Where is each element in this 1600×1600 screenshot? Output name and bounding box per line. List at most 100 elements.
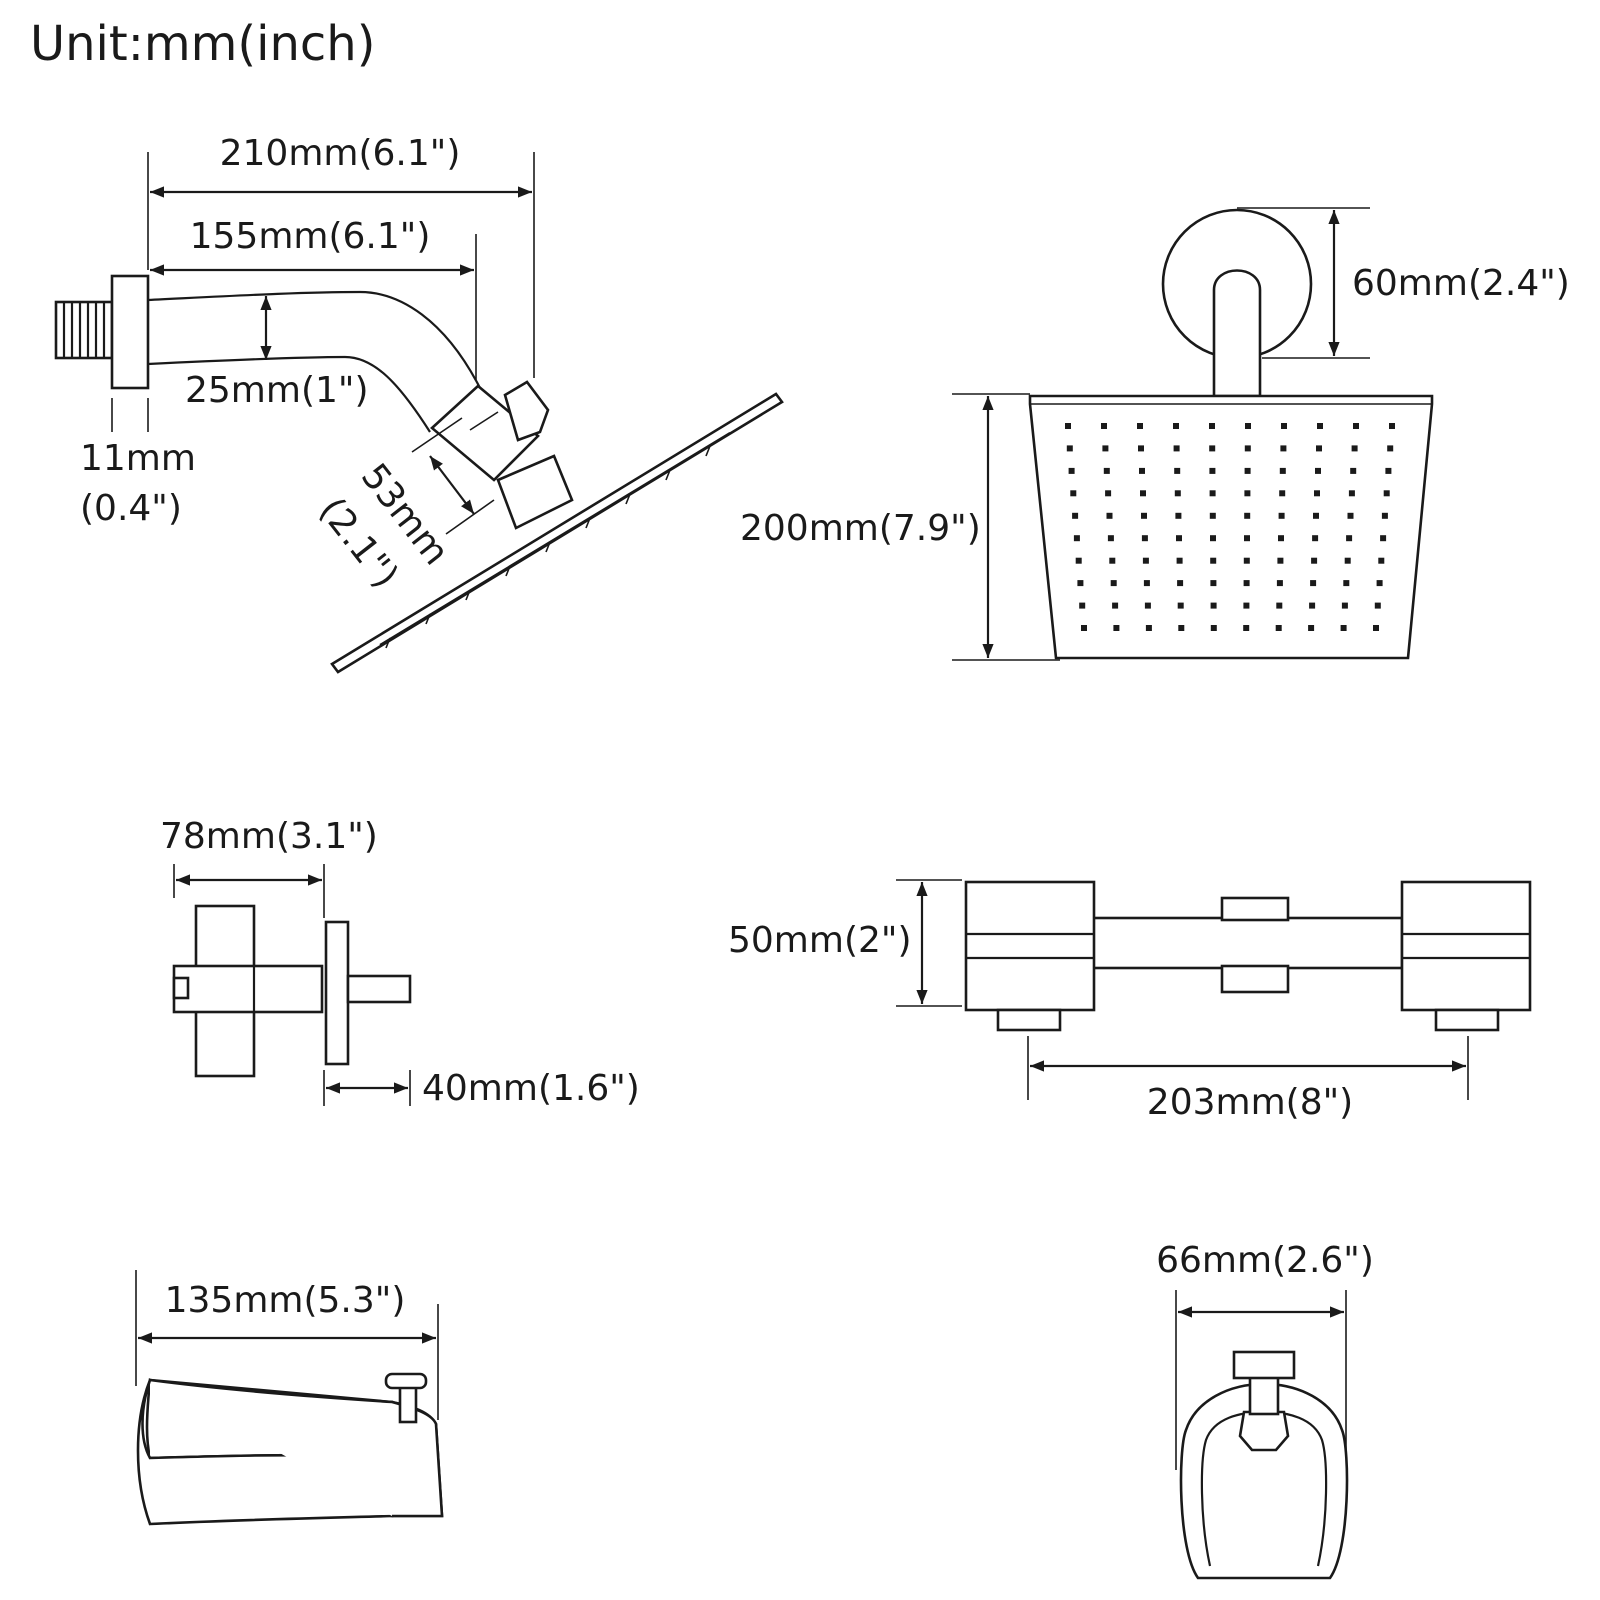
nozzle-dot: [1209, 445, 1216, 452]
nozzle-dot: [1070, 490, 1077, 497]
diverter-knob: [384, 1372, 428, 1390]
nozzle-dot: [1145, 625, 1152, 631]
nozzle-dot: [1103, 467, 1110, 474]
dim-label-spout-width: 66mm(2.6"): [1156, 1240, 1374, 1281]
ext-line: [445, 499, 495, 535]
nozzle-dot: [1178, 625, 1185, 631]
unit-label: Unit:mm(inch): [30, 16, 375, 72]
nozzle-dot: [1308, 625, 1315, 631]
nozzle-dot: [1243, 602, 1250, 609]
shower-arm-side-view: 210mm(6.1") 155mm(6.1") 25mm(1") 11mm (0…: [54, 133, 784, 674]
nozzle-dot: [1309, 602, 1316, 609]
diverter-front-knob: [1232, 1350, 1296, 1380]
arm-pipe-bottom: [147, 355, 431, 433]
nozzle-dot: [1142, 557, 1149, 564]
arm-pipe-top: [147, 290, 481, 389]
shower-head-face: [1028, 394, 1434, 660]
nozzle-dot: [1176, 535, 1182, 542]
nozzle-dot: [1106, 512, 1113, 519]
nozzle-dot: [1177, 580, 1184, 587]
nozzle-dot: [1350, 467, 1357, 474]
dim-label-valve-centers: 203mm(8"): [1147, 1082, 1353, 1123]
dim-label-arm-total: 210mm(6.1"): [220, 133, 461, 174]
dim-label-head-size: 200mm(7.9"): [740, 508, 981, 549]
nozzle-dot: [1351, 445, 1358, 452]
nozzle-dot: [1340, 625, 1347, 631]
handle-stem: [346, 974, 412, 1004]
nozzle-dot: [1065, 423, 1071, 429]
handle-hub: [172, 964, 324, 1014]
nozzle-dot: [1113, 625, 1120, 631]
nozzle-dot: [1105, 490, 1112, 497]
nozzle-dot: [1109, 557, 1116, 564]
nozzle-dot: [1348, 490, 1355, 497]
nozzle-dot: [1210, 535, 1216, 542]
nozzle-dot: [1346, 535, 1353, 542]
nozzle-dot: [1243, 580, 1250, 587]
nozzle-dot: [1141, 512, 1147, 519]
nozzle-dot: [1276, 580, 1283, 587]
nozzle-dot: [1138, 445, 1144, 452]
dim-label-flange-diameter: 60mm(2.4"): [1352, 263, 1570, 304]
nozzle-dot: [1209, 490, 1216, 497]
nozzle-dot: [1279, 490, 1286, 497]
nozzle-dot: [1312, 535, 1319, 542]
dim-label-arm-reach: 155mm(6.1"): [190, 216, 431, 257]
nozzle-dot: [1073, 535, 1080, 542]
threaded-nipple: [54, 300, 114, 360]
ext-line: [411, 417, 463, 453]
nozzle-dot: [1374, 602, 1381, 609]
nozzle-dot: [1144, 602, 1151, 609]
nozzle-dot: [1344, 557, 1351, 564]
dim-label-handle-width: 78mm(3.1"): [160, 816, 378, 857]
nozzle-dot: [1389, 423, 1395, 429]
nozzle-dot: [1209, 512, 1216, 519]
nozzle-dot: [1079, 602, 1086, 609]
nozzle-dot: [1387, 445, 1394, 452]
wall-flange: [110, 274, 150, 390]
nozzle-dot: [1315, 467, 1321, 474]
nozzle-dot: [1110, 580, 1117, 587]
nozzle-dot: [1378, 557, 1385, 564]
nozzle-dot: [1143, 580, 1150, 587]
nozzle-dot: [1245, 423, 1251, 429]
nozzle-dot: [1177, 602, 1184, 609]
nozzle-dot: [1112, 602, 1119, 609]
nozzle-dot: [1275, 625, 1282, 631]
arm-front: [1212, 269, 1262, 398]
nozzle-dot: [1174, 490, 1181, 497]
nozzle-dot: [1373, 625, 1379, 631]
nozzle-dot: [1101, 423, 1107, 429]
nozzle-dot: [1244, 467, 1251, 474]
nozzle-dot: [1243, 557, 1250, 564]
nozzle-dot: [1311, 557, 1318, 564]
nozzle-dot: [1380, 535, 1387, 542]
nozzle-dot: [1314, 490, 1320, 497]
valve-right-block: [1400, 880, 1532, 1012]
handle-side-view: 78mm(3.1") 40mm(1.6"): [160, 816, 640, 1109]
nozzle-dot: [1072, 512, 1079, 519]
nozzle-dot: [1244, 445, 1251, 452]
valve-pipe: [1090, 916, 1404, 970]
nozzle-dot: [1277, 557, 1284, 564]
handle-escutcheon: [324, 920, 350, 1066]
nozzle-dot: [1066, 445, 1073, 452]
nozzle-dot: [1279, 467, 1286, 474]
nozzle-dot: [1173, 423, 1179, 429]
dim-label-valve-height: 50mm(2"): [728, 920, 912, 961]
dim-label-flange-thickness-mm: 11mm: [80, 438, 196, 479]
spout-front-opening: [1238, 1410, 1290, 1452]
shower-head-front-view: 60mm(2.4") 200mm(7.9"): [740, 207, 1570, 661]
nozzle-dot: [1244, 490, 1251, 497]
nozzle-dot: [1209, 467, 1216, 474]
nozzle-dot: [1107, 535, 1114, 542]
diverter-front-stem: [1248, 1374, 1280, 1416]
valve-top-port: [1220, 896, 1290, 922]
valve-right-outlet: [1434, 1008, 1500, 1032]
nozzle-dot: [1075, 557, 1082, 564]
dim-label-arm-diameter: 25mm(1"): [185, 370, 369, 411]
nozzle-dot: [1210, 602, 1217, 609]
tub-spout-front-view: 66mm(2.6"): [1156, 1240, 1374, 1580]
nozzle-dot: [1278, 535, 1284, 542]
nozzle-dot: [1068, 467, 1075, 474]
